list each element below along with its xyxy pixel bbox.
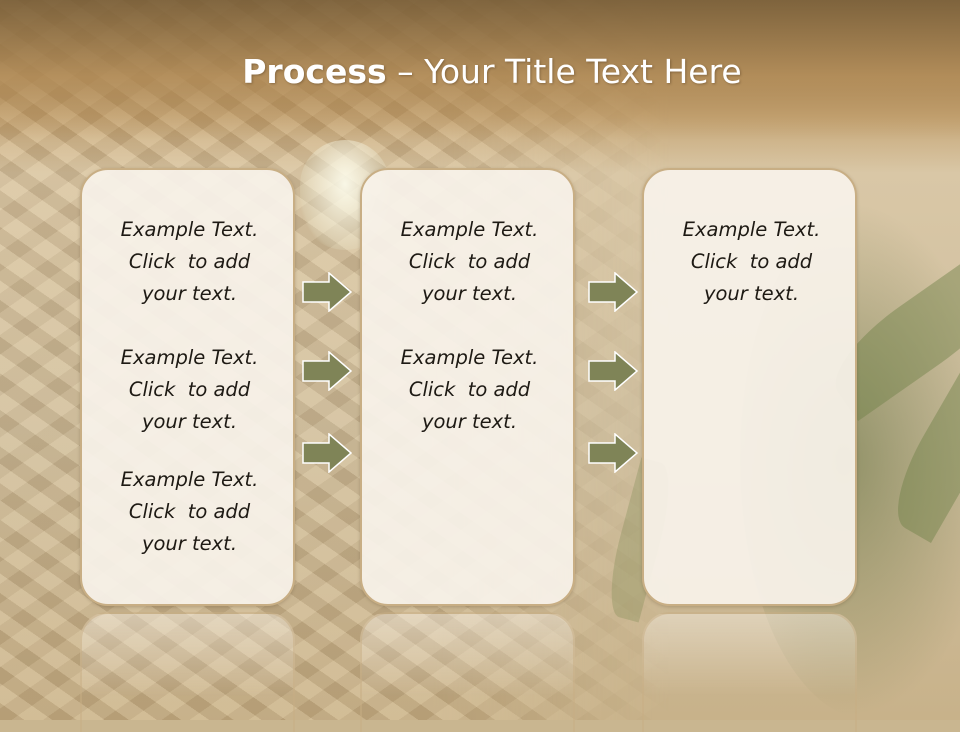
card-reflection — [80, 612, 295, 732]
placeholder-text[interactable]: Example Text. Click to add your text. — [362, 342, 577, 438]
text-line: Click to add — [128, 378, 251, 401]
text-line: Example Text. — [120, 346, 259, 369]
right-arrow-icon — [588, 433, 638, 473]
text-line: Example Text. — [120, 468, 259, 491]
title-bold-part: Process — [242, 52, 387, 91]
right-arrow-icon — [588, 351, 638, 391]
right-arrow-icon — [302, 272, 352, 312]
process-card-3[interactable]: Example Text. Click to add your text. — [642, 168, 857, 606]
text-line: Example Text. — [682, 218, 821, 241]
placeholder-text[interactable]: Example Text. Click to add your text. — [82, 214, 297, 310]
text-line: Example Text. — [400, 346, 539, 369]
text-line: your text. — [141, 282, 238, 305]
placeholder-text[interactable]: Example Text. Click to add your text. — [362, 214, 577, 310]
text-line: your text. — [421, 282, 518, 305]
title-band — [0, 0, 960, 140]
card-reflection — [642, 612, 857, 732]
title-rest-part: – Your Title Text Here — [386, 52, 742, 91]
text-line: Click to add — [408, 250, 531, 273]
placeholder-text[interactable]: Example Text. Click to add your text. — [82, 342, 297, 438]
card-reflection — [360, 612, 575, 732]
process-card-2[interactable]: Example Text. Click to add your text. Ex… — [360, 168, 575, 606]
process-card-1[interactable]: Example Text. Click to add your text. Ex… — [80, 168, 295, 606]
text-line: Example Text. — [120, 218, 259, 241]
slide-title[interactable]: Process – Your Title Text Here — [0, 52, 960, 91]
text-line: Example Text. — [400, 218, 539, 241]
text-line: your text. — [141, 532, 238, 555]
text-line: your text. — [421, 410, 518, 433]
placeholder-text[interactable]: Example Text. Click to add your text. — [644, 214, 859, 310]
text-line: your text. — [141, 410, 238, 433]
right-arrow-icon — [302, 433, 352, 473]
right-arrow-icon — [302, 351, 352, 391]
right-arrow-icon — [588, 272, 638, 312]
text-line: Click to add — [128, 250, 251, 273]
text-line: your text. — [703, 282, 800, 305]
placeholder-text[interactable]: Example Text. Click to add your text. — [82, 464, 297, 560]
text-line: Click to add — [408, 378, 531, 401]
text-line: Click to add — [128, 500, 251, 523]
text-line: Click to add — [690, 250, 813, 273]
